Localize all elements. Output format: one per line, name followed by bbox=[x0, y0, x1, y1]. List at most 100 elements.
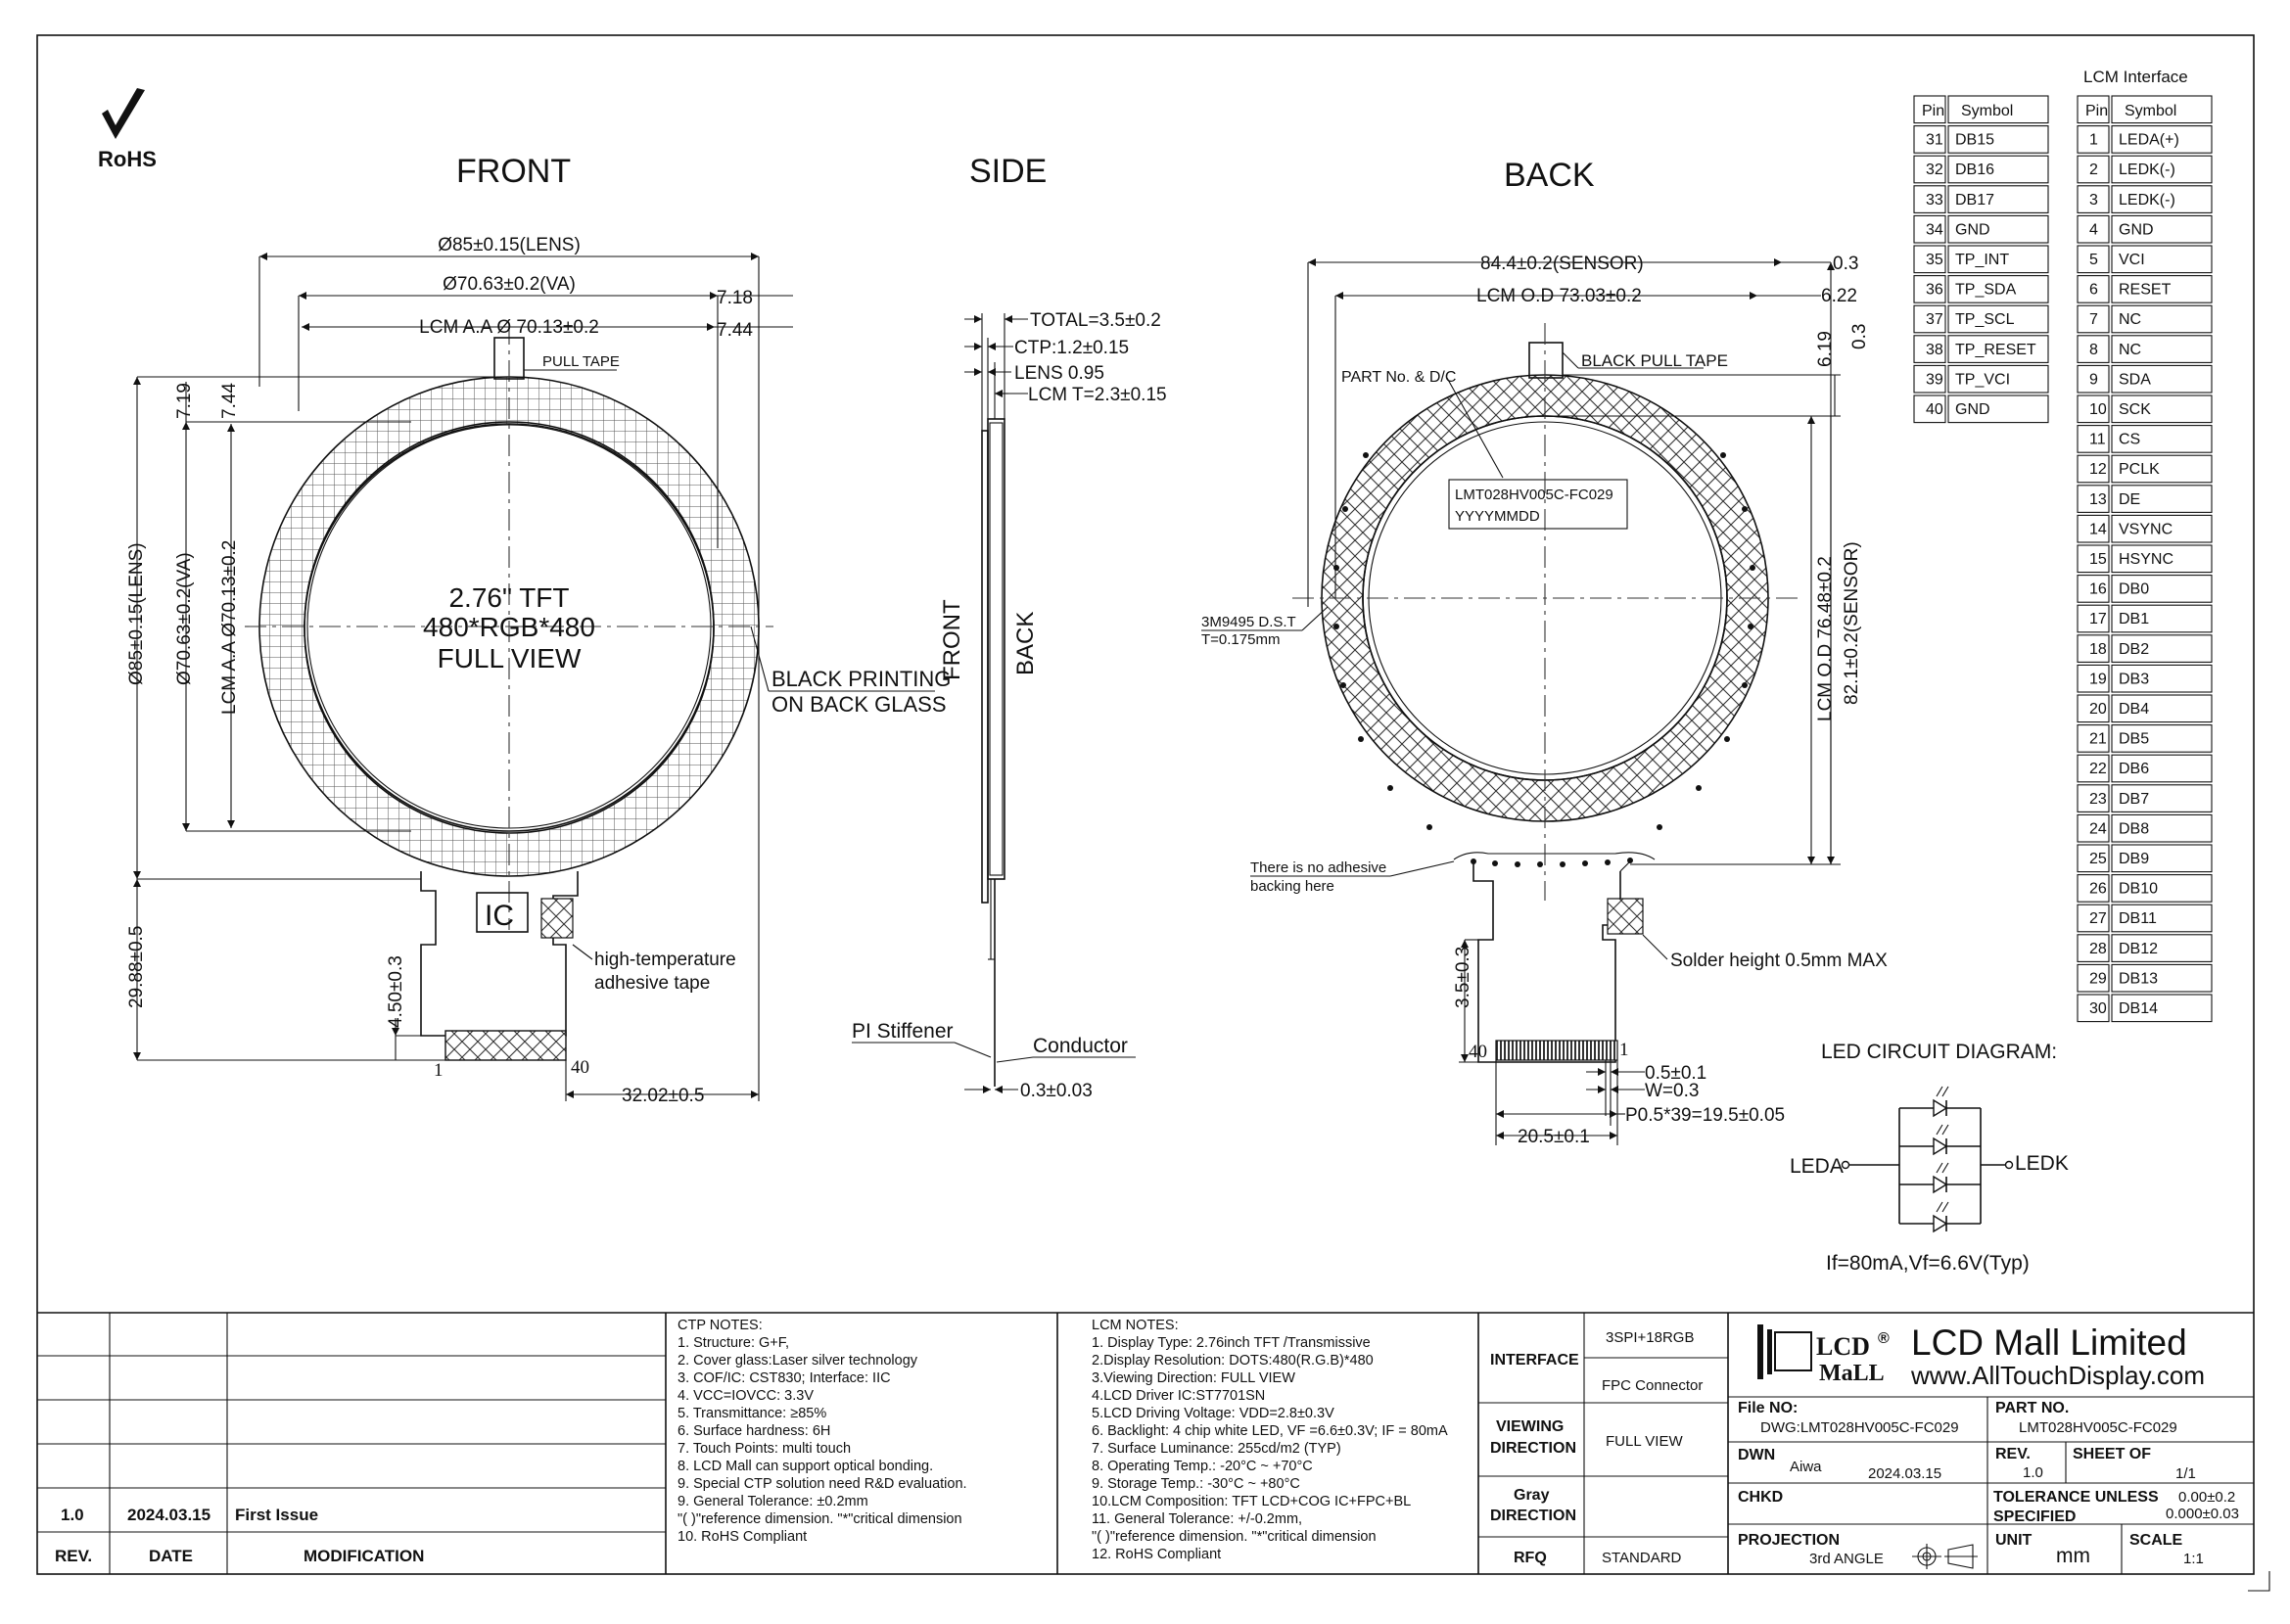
interface-symbol-cell bbox=[2111, 963, 2213, 993]
v-dim-619: 6.19 bbox=[1815, 331, 1836, 367]
note-line: 10. RoHS Compliant bbox=[678, 1529, 807, 1545]
interface-pin-number: 9 bbox=[2089, 371, 2098, 388]
interface-pin-number: 29 bbox=[2089, 970, 2107, 987]
interface-pin-number: 37 bbox=[1926, 311, 1943, 328]
interface-pin-number: 12 bbox=[2089, 461, 2107, 478]
pull-tape-label: PULL TAPE bbox=[542, 353, 620, 370]
interface-pin-number: 10 bbox=[2089, 401, 2107, 418]
interface-pin-cell bbox=[2077, 694, 2110, 723]
interface-pin-number: 34 bbox=[1926, 221, 1943, 238]
scale-label: SCALE bbox=[2129, 1532, 2183, 1549]
interface-pin-symbol: DB6 bbox=[2119, 761, 2149, 777]
interface-pin-symbol: VCI bbox=[2119, 252, 2145, 268]
interface-pin-number: 17 bbox=[2089, 611, 2107, 627]
interface-pin-number: 16 bbox=[2089, 581, 2107, 598]
interface-pin-cell bbox=[1913, 125, 1946, 154]
interface-pin-number: 8 bbox=[2089, 342, 2098, 358]
interface-pin-number: 36 bbox=[1926, 282, 1943, 299]
ic-label: IC bbox=[485, 900, 514, 932]
dim-744: 7.44 bbox=[717, 320, 753, 341]
note-line: 5.LCD Driving Voltage: VDD=2.8±0.3V bbox=[1092, 1406, 1334, 1421]
dst-label-2: T=0.175mm bbox=[1201, 631, 1280, 648]
dim-va-width: Ø70.63±0.2(VA) bbox=[443, 274, 576, 295]
interface-symbol-cell bbox=[2111, 335, 2213, 363]
interface-symbol-cell bbox=[1947, 214, 2049, 244]
interface-label: INTERFACE bbox=[1490, 1352, 1579, 1369]
view-title-front: FRONT bbox=[456, 153, 571, 190]
back-pin-40: 40 bbox=[1469, 1042, 1487, 1062]
dwn-date: 2024.03.15 bbox=[1868, 1465, 1941, 1482]
interface-pin-symbol: TP_RESET bbox=[1955, 342, 2036, 358]
interface-symbol-cell bbox=[2111, 364, 2213, 394]
interface-pin-number: 13 bbox=[2089, 491, 2107, 508]
interface-pin-cell bbox=[1913, 304, 1946, 334]
interface-pin-symbol: HSYNC bbox=[2119, 551, 2173, 568]
note-line: "( )"reference dimension. "*"critical di… bbox=[678, 1511, 962, 1527]
interface-symbol-cell bbox=[2111, 514, 2213, 543]
v-dim-lens: Ø85±0.15(LENS) bbox=[126, 542, 147, 685]
interface-symbol-cell bbox=[1947, 394, 2049, 424]
rev-label-tb: REV. bbox=[1995, 1446, 2031, 1462]
interface-pin-number: 39 bbox=[1926, 371, 1943, 388]
interface-value-2: FPC Connector bbox=[1602, 1377, 1703, 1394]
interface-pin-symbol: DB1 bbox=[2119, 611, 2149, 627]
rohs-text: RoHS bbox=[98, 147, 157, 171]
interface-pin-cell bbox=[2077, 245, 2110, 274]
interface-symbol-cell bbox=[2111, 425, 2213, 453]
note-line: 7. Surface Luminance: 255cd/m2 (TYP) bbox=[1092, 1441, 1341, 1457]
interface-pin-cell bbox=[2077, 963, 2110, 993]
interface-pin-cell bbox=[2077, 335, 2110, 363]
v-dim-2988: 29.88±0.5 bbox=[126, 926, 147, 1008]
interface-pin-symbol: TP_VCI bbox=[1955, 371, 2010, 388]
sheet-value: 1/1 bbox=[2175, 1465, 2196, 1482]
interface-symbol-cell bbox=[1947, 245, 2049, 274]
interface-symbol-cell bbox=[2111, 125, 2213, 154]
v-dim-back-03: 0.3 bbox=[1849, 324, 1870, 349]
note-line: 5. Transmittance: ≥85% bbox=[678, 1406, 826, 1421]
rev-row-rev: 1.0 bbox=[61, 1506, 84, 1524]
interface-pin-cell bbox=[2077, 994, 2110, 1023]
dst-label-1: 3M9495 D.S.T bbox=[1201, 614, 1296, 630]
interface-pin-cell bbox=[2077, 485, 2110, 513]
interface-pin-number: 23 bbox=[2089, 791, 2107, 808]
interface-symbol-cell bbox=[2111, 214, 2213, 244]
interface-pin-cell bbox=[1913, 275, 1946, 303]
interface-pin-number: 26 bbox=[2089, 881, 2107, 898]
part-no-label-tb: PART NO. bbox=[1995, 1400, 2069, 1416]
note-line: 3.Viewing Direction: FULL VIEW bbox=[1092, 1370, 1295, 1386]
black-printing-label-2: ON BACK GLASS bbox=[771, 692, 947, 717]
interface-pin-number: 1 bbox=[2089, 132, 2098, 149]
side-lens: LENS 0.95 bbox=[1014, 363, 1104, 384]
interface-pin-number: 32 bbox=[1926, 162, 1943, 178]
interface-pin-symbol: DB10 bbox=[2119, 881, 2158, 898]
interface-pin-number: 25 bbox=[2089, 851, 2107, 867]
lcd-mall-logo: LCD ® MaLL bbox=[1757, 1324, 1890, 1386]
interface-pin-cell bbox=[2077, 754, 2110, 783]
dwn-name: Aiwa bbox=[1790, 1459, 1822, 1475]
rfq-label: RFQ bbox=[1514, 1550, 1547, 1566]
note-line: 8. LCD Mall can support optical bonding. bbox=[678, 1459, 933, 1474]
interface-pin-number: 20 bbox=[2089, 701, 2107, 718]
tol-label-1: TOLERANCE UNLESS bbox=[1993, 1489, 2159, 1506]
view-title-back: BACK bbox=[1504, 157, 1595, 194]
led-diode-icon bbox=[1899, 1201, 1981, 1233]
interface-pin-cell bbox=[2077, 364, 2110, 394]
third-angle-projection-icon bbox=[1912, 1544, 1978, 1569]
interface-pin-cell bbox=[2077, 724, 2110, 753]
note-line: 6. Surface hardness: 6H bbox=[678, 1423, 830, 1439]
v-dim-va: Ø70.63±0.2(VA) bbox=[174, 552, 195, 685]
rev-row-mod: First Issue bbox=[235, 1506, 318, 1524]
interface-symbol-cell bbox=[2111, 304, 2213, 334]
dim-w03: W=0.3 bbox=[1645, 1081, 1699, 1101]
company-website: www.AllTouchDisplay.com bbox=[1910, 1361, 2205, 1390]
interface-pin-symbol: LEDK(-) bbox=[2119, 162, 2175, 178]
led-diode-icon bbox=[1899, 1086, 1981, 1118]
led-diode-icon bbox=[1899, 1162, 1981, 1194]
unit-value: mm bbox=[2056, 1545, 2090, 1567]
note-line: 12. RoHS Compliant bbox=[1092, 1547, 1221, 1562]
interface-pin-cell bbox=[2077, 185, 2110, 213]
lcm-notes: LCM NOTES:1. Display Type: 2.76inch TFT … bbox=[1092, 1318, 1448, 1562]
v-dim-35: 3.5±0.3 bbox=[1453, 947, 1473, 1008]
interface-pin-cell bbox=[1913, 335, 1946, 363]
interface-symbol-cell bbox=[2111, 813, 2213, 843]
